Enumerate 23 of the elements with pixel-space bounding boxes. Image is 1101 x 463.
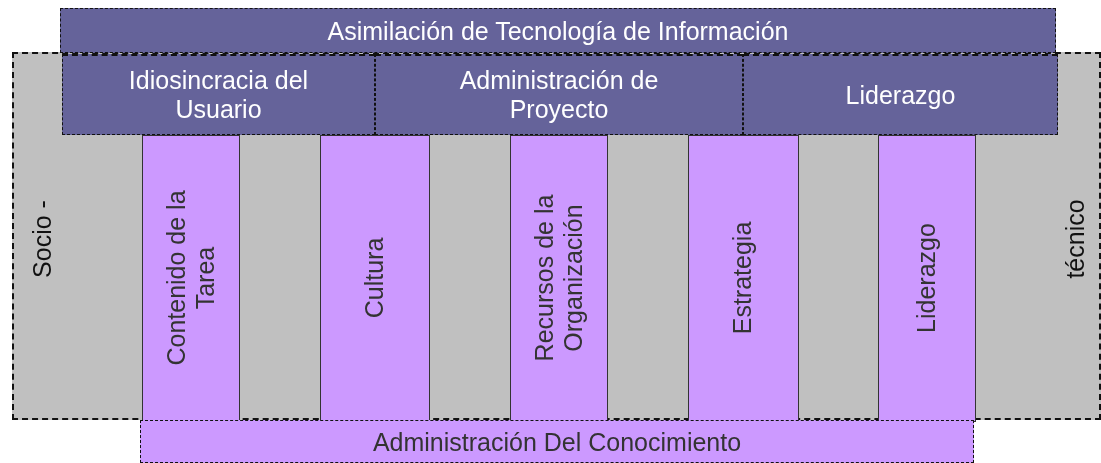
column-box	[878, 135, 976, 422]
header-band	[62, 54, 375, 135]
header-band	[743, 54, 1058, 135]
label-text: Liderazgo	[911, 221, 941, 335]
label-text: Contenido de la Tarea	[161, 188, 219, 368]
background-panel	[12, 52, 1101, 420]
base-band	[140, 420, 974, 463]
column-box	[142, 135, 240, 422]
label-text: Recursos de la Organización	[529, 193, 587, 363]
label-text: Liderazgo	[844, 80, 957, 110]
label-text: Asimilación de Tecnología de Información	[326, 16, 790, 45]
column-box	[688, 135, 799, 422]
label-text: Socio -	[27, 199, 57, 280]
label-text: Administración de Proyecto	[458, 66, 660, 124]
column-box	[510, 135, 608, 422]
label-text: Estrategia	[728, 220, 757, 336]
column-box	[320, 135, 430, 422]
label-text: Administración Del Conocimiento	[371, 427, 743, 456]
header-band	[375, 54, 743, 135]
label-text: técnico	[1060, 198, 1090, 281]
label-text: Cultura	[359, 236, 389, 320]
label-text: Idiosincracia del Usuario	[127, 66, 310, 124]
header-band	[60, 8, 1056, 53]
